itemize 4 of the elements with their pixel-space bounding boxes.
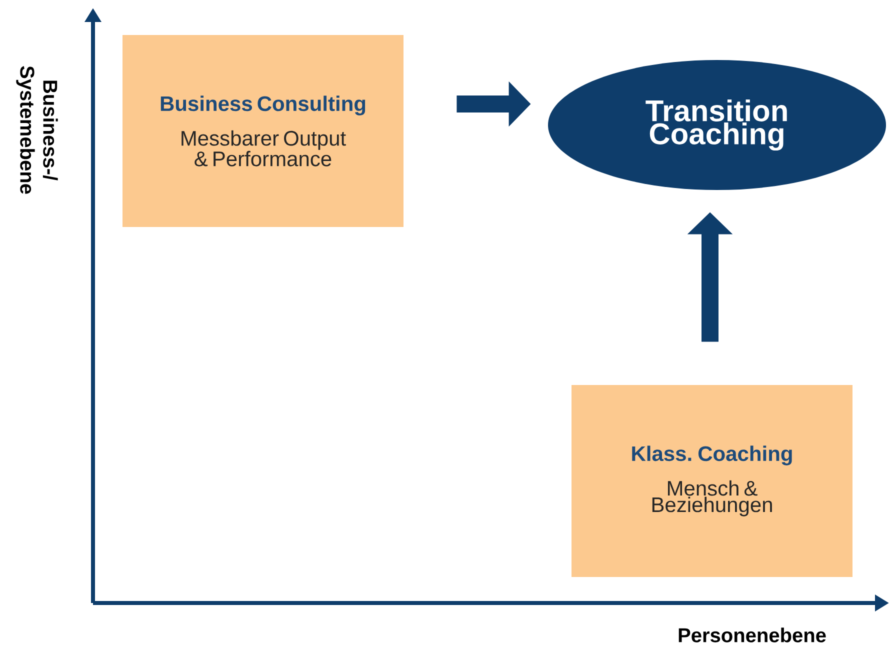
axis-label: Business-/ Systemebene	[16, 66, 58, 194]
quadrant-box: Klass. Coaching Mensch & Beziehungen	[572, 385, 852, 577]
axis-label: Personenebene	[678, 628, 826, 642]
quadrant-box: Business Consulting Messbarer Output & Performance	[122, 35, 404, 227]
